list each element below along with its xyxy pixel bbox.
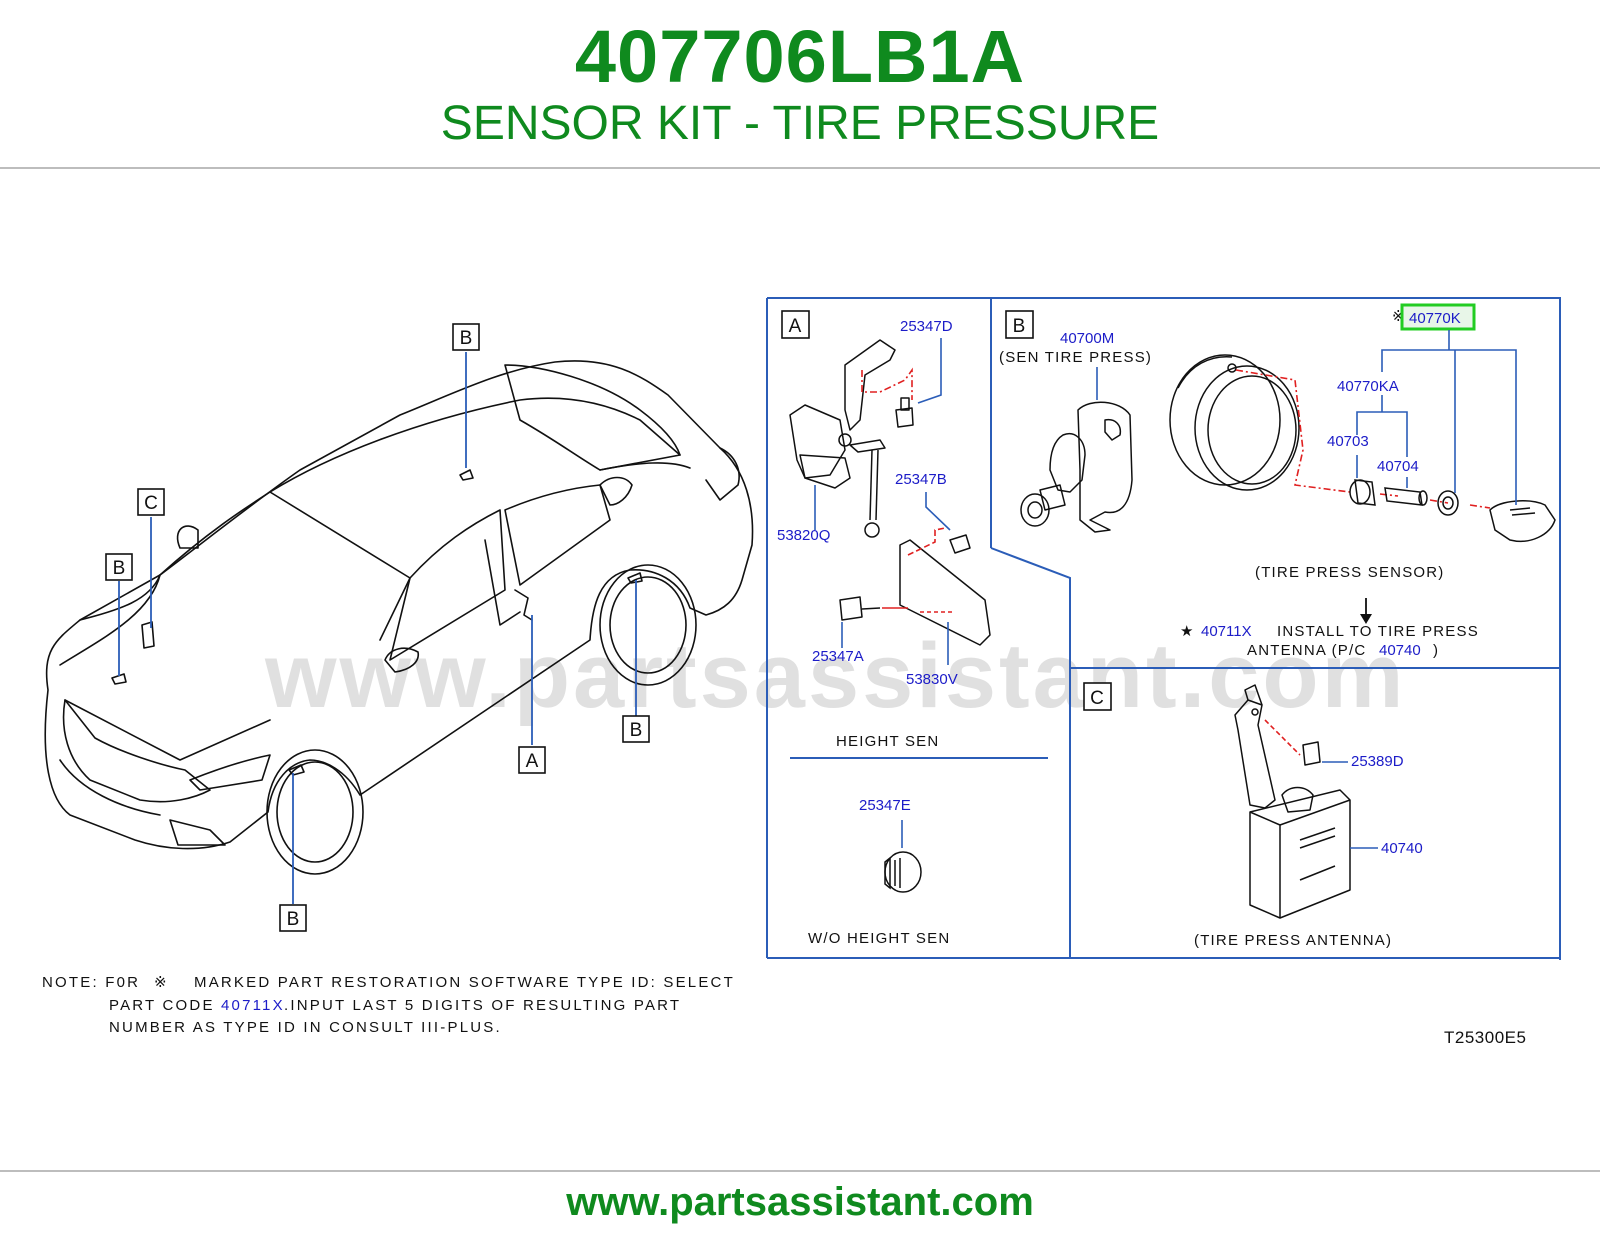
part-40770K[interactable]: 40770K [1409, 310, 1461, 327]
antenna-suffix: ) [1433, 642, 1439, 659]
antenna-part-40740[interactable]: 40740 [1379, 642, 1421, 659]
header-divider [0, 167, 1600, 169]
panel-c-callout-lines [1322, 761, 1378, 849]
note-line2-part[interactable]: 40711X [221, 997, 285, 1014]
header: 407706LB1A SENSOR KIT - TIRE PRESSURE [0, 0, 1600, 168]
wheel-rim-drawing [1169, 354, 1300, 491]
antenna-prefix: ANTENNA (P/C [1247, 642, 1366, 659]
valve-components-drawing [1349, 479, 1556, 542]
watermark: www.partsassistant.com [264, 625, 1406, 727]
part-25347B[interactable]: 25347B [895, 471, 947, 488]
caption-tire-press-antenna: (TIRE PRESS ANTENNA) [1194, 932, 1392, 949]
caption-tire-press-sensor: (TIRE PRESS SENSOR) [1255, 564, 1445, 581]
note-line2-text: .INPUT LAST 5 DIGITS OF RESULTING PART [284, 997, 681, 1014]
footer-url[interactable]: www.partsassistant.com [566, 1180, 1034, 1224]
part-53820Q[interactable]: 53820Q [777, 527, 830, 544]
callout-front-wheel-b: B [287, 909, 300, 930]
callout-rear-wheel-b: B [630, 720, 643, 741]
part-40704[interactable]: 40704 [1377, 458, 1419, 475]
car-callouts [118, 352, 637, 904]
part-25347E[interactable]: 25347E [859, 797, 911, 814]
part-53830V[interactable]: 53830V [906, 671, 958, 688]
part-title: SENSOR KIT - TIRE PRESSURE [440, 97, 1160, 150]
callout-front-c: C [144, 493, 158, 514]
install-text: INSTALL TO TIRE PRESS [1277, 623, 1479, 640]
install-part-40711X[interactable]: 40711X [1201, 623, 1252, 640]
panel-a-callout-lines [814, 338, 951, 848]
part-25347D[interactable]: 25347D [900, 318, 953, 335]
caption-wo-height-sen: W/O HEIGHT SEN [808, 930, 950, 947]
install-arrow-head [1360, 614, 1372, 624]
callout-hood-b: B [113, 558, 126, 579]
car-illustration [44, 360, 754, 875]
car-callout-boxes [105, 323, 650, 932]
note-line1-text: MARKED PART RESTORATION SOFTWARE TYPE ID… [194, 974, 735, 991]
part-25389D[interactable]: 25389D [1351, 753, 1404, 770]
callout-door-a: A [526, 751, 539, 772]
part-number: 407706LB1A [574, 15, 1026, 98]
part-25347A[interactable]: 25347A [812, 648, 864, 665]
note: NOTE: F0R ※ MARKED PART RESTORATION SOFT… [42, 974, 735, 1036]
panel-b-leaders [1235, 369, 1491, 509]
part-40700M[interactable]: 40700M [1060, 330, 1114, 347]
panel-a-letter: A [789, 316, 802, 337]
install-star: ★ [1180, 623, 1193, 640]
height-sensor-drawing [789, 339, 991, 646]
part-40703[interactable]: 40703 [1327, 433, 1369, 450]
panel-a: A [777, 310, 991, 947]
diagram-code: T25300E5 [1444, 1028, 1526, 1047]
part-40740[interactable]: 40740 [1381, 840, 1423, 857]
caption-height-sen: HEIGHT SEN [836, 733, 939, 750]
note-line1-mark: ※ [154, 974, 167, 991]
note-line3: NUMBER AS TYPE ID IN CONSULT III-PLUS. [109, 1019, 502, 1036]
callout-roof-b: B [460, 328, 473, 349]
panel-b: B 40700M (SEN TIRE PRESS) [999, 303, 1556, 659]
tire-sensor-40700M-drawing [1020, 401, 1133, 533]
note-line2-prefix: PART CODE [109, 997, 215, 1014]
panel-b-callout-lines [1356, 330, 1517, 505]
detail-frame [766, 297, 1561, 960]
part-40700M-desc: (SEN TIRE PRESS) [999, 349, 1152, 366]
note-line1-prefix: NOTE: F0R [42, 974, 140, 991]
panel-c: C 25389D 40740 (TIRE PRESS AN [1083, 682, 1423, 949]
part-40770KA[interactable]: 40770KA [1337, 378, 1399, 395]
panel-c-letter: C [1090, 688, 1104, 709]
plug-drawing [884, 851, 922, 893]
footer-divider [0, 1170, 1600, 1172]
part-40770K-highlight [1400, 303, 1476, 331]
panel-b-letter: B [1013, 316, 1026, 337]
panel-c-leader [1264, 719, 1301, 756]
panel-a-leaders [861, 367, 955, 613]
antenna-drawing [1234, 684, 1351, 919]
